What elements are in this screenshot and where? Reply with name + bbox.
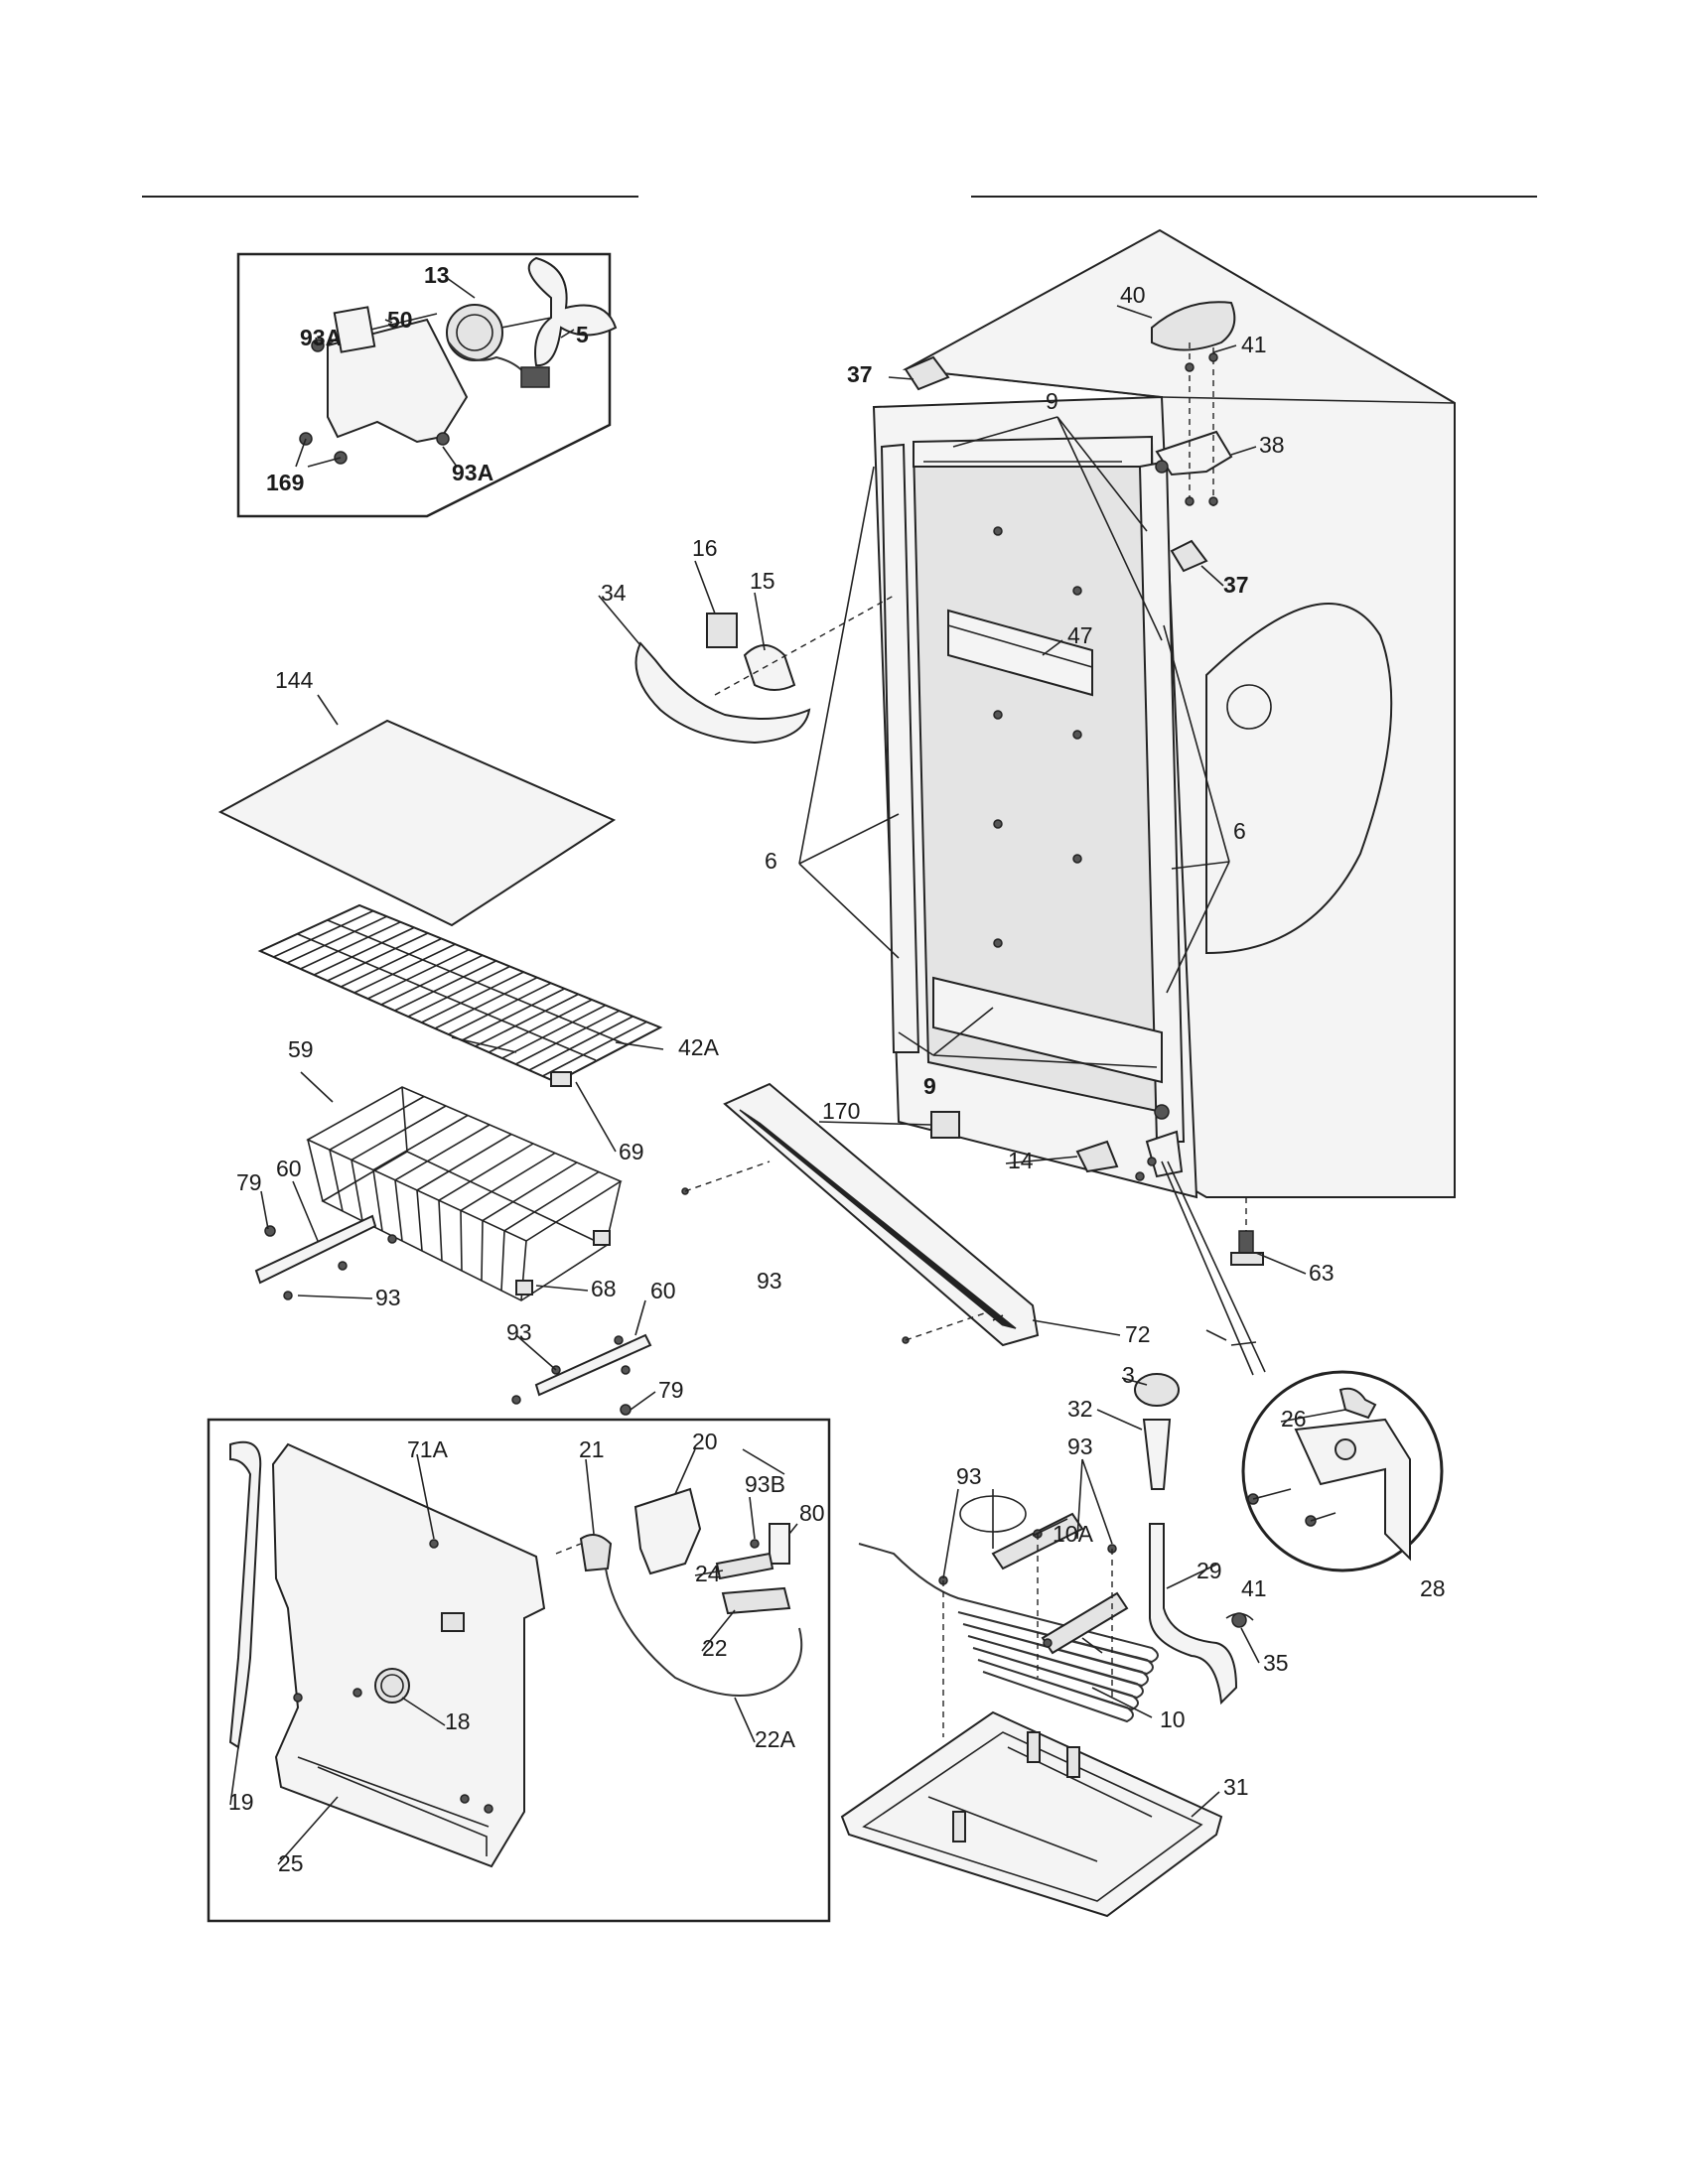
part-label-9-2: 9 (923, 1073, 936, 1099)
inset-evaporator-cover (207, 1418, 831, 1923)
part-label-72: 72 (1125, 1321, 1151, 1347)
part-label-3: 3 (1122, 1362, 1135, 1388)
part-label-79-2: 79 (658, 1377, 684, 1403)
part-label-93: 93 (375, 1285, 401, 1310)
part-label-40: 40 (1120, 282, 1146, 308)
part-label-169: 169 (266, 470, 304, 495)
part-label-93-3: 93 (506, 1319, 532, 1345)
part-label-10A: 10A (1053, 1521, 1094, 1547)
toe-grille (681, 1082, 1040, 1347)
part-label-15: 15 (750, 568, 775, 594)
part-label-59: 59 (288, 1036, 314, 1062)
part-label-71A: 71A (407, 1436, 449, 1462)
part-label-28: 28 (1420, 1575, 1446, 1601)
part-label-93-2: 93 (757, 1268, 782, 1294)
light-assembly (634, 595, 895, 745)
part-label-6-2: 6 (1233, 818, 1246, 844)
part-label-5: 5 (576, 322, 589, 347)
part-label-170: 170 (822, 1098, 860, 1124)
inset-fan-assembly (236, 252, 618, 518)
part-label-60-2: 60 (650, 1278, 676, 1303)
shelf-panel (217, 719, 617, 927)
part-label-22: 22 (702, 1635, 728, 1661)
part-label-37-2: 37 (1223, 572, 1249, 598)
part-label-16: 16 (692, 535, 718, 561)
part-label-31: 31 (1223, 1774, 1249, 1800)
defrost-heater (858, 1495, 1159, 1737)
part-label-60: 60 (276, 1156, 302, 1181)
part-label-93A: 93A (300, 325, 342, 350)
part-label-10: 10 (1160, 1706, 1186, 1732)
part-label-50: 50 (387, 307, 413, 333)
basket-slides (254, 1071, 652, 1416)
part-label-32: 32 (1067, 1396, 1093, 1422)
hinge-callout (1161, 1160, 1444, 1572)
part-label-80: 80 (799, 1500, 825, 1526)
part-label-34: 34 (601, 580, 627, 606)
part-label-22A: 22A (755, 1726, 796, 1752)
part-label-93-4: 93 (956, 1463, 982, 1489)
part-label-18: 18 (445, 1708, 471, 1734)
part-label-13: 13 (424, 262, 450, 288)
part-label-93B: 93B (745, 1471, 785, 1497)
part-label-69: 69 (619, 1139, 644, 1164)
leader-lines (229, 305, 1346, 1865)
part-label-93-5: 93 (1067, 1433, 1093, 1459)
part-label-144: 144 (275, 667, 314, 693)
part-label-42A: 42A (678, 1034, 720, 1060)
part-label-41-2: 41 (1241, 1575, 1267, 1601)
part-label-35: 35 (1263, 1650, 1289, 1676)
part-label-41: 41 (1241, 332, 1267, 357)
part-label-63: 63 (1309, 1260, 1335, 1286)
part-labels: 13 93A 50 5 169 93A 37 37 40 41 38 9 16 … (228, 262, 1446, 1876)
top-hinge (1151, 301, 1236, 506)
part-label-20: 20 (692, 1429, 718, 1454)
part-label-47: 47 (1067, 622, 1093, 648)
cabinet (798, 228, 1456, 1266)
part-label-79: 79 (236, 1169, 262, 1195)
wire-shelf (257, 903, 663, 1084)
wire-basket (306, 1086, 623, 1301)
drain-parts (1134, 1373, 1254, 1706)
part-label-93A-2: 93A (452, 460, 493, 485)
part-label-38: 38 (1259, 432, 1285, 458)
drain-pan (840, 1710, 1223, 1918)
part-label-21: 21 (579, 1436, 605, 1462)
part-label-9: 9 (1046, 388, 1058, 414)
part-label-29: 29 (1196, 1558, 1222, 1583)
switch-parts (930, 1104, 1184, 1181)
part-label-25: 25 (278, 1850, 304, 1876)
part-label-68: 68 (591, 1276, 617, 1301)
part-label-37: 37 (847, 361, 873, 387)
part-label-6: 6 (765, 848, 777, 874)
